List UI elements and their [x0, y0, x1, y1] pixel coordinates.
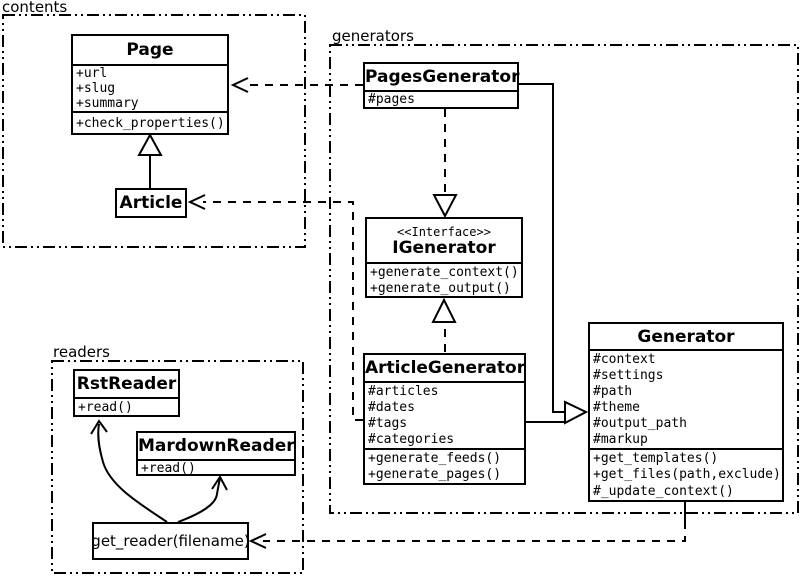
class-rstreader-title: RstReader	[76, 374, 177, 394]
class-pagesgenerator-title: PagesGenerator	[365, 67, 520, 87]
class-mardownreader-methods: +read()	[138, 459, 294, 474]
edge-articlegenerator-realizes-igenerator	[431, 297, 457, 352]
class-page: Page +url+slug+summary +check_properties…	[71, 34, 229, 135]
get-reader-label: get_reader(filename)	[91, 532, 250, 550]
class-generator-attributes: #context#settings#path#theme#output_path…	[590, 349, 782, 448]
member-row: +check_properties()	[76, 115, 225, 131]
member-row: #path	[593, 383, 633, 399]
member-row: #dates	[368, 399, 415, 415]
class-generator-methods: +get_templates()+get_files(path,exclude)…	[590, 448, 782, 500]
edge-generator-depends-getreader	[248, 502, 686, 549]
class-page-title: Page	[126, 40, 174, 60]
class-generator: Generator #context#settings#path#theme#o…	[588, 322, 784, 502]
member-row: #markup	[593, 432, 648, 448]
class-igenerator-name: IGenerator	[392, 237, 496, 258]
get-reader-box: get_reader(filename)	[91, 522, 250, 560]
class-articlegenerator: ArticleGenerator #articles#dates#tags#ca…	[363, 353, 526, 485]
edge-pagesgenerator-realizes-igenerator	[432, 109, 458, 219]
package-readers-border	[51, 360, 304, 574]
member-row: #theme	[593, 400, 640, 416]
member-row: #categories	[368, 432, 455, 448]
package-generators-label: generators	[332, 27, 414, 45]
class-page-attributes: +url+slug+summary	[73, 64, 227, 111]
edge-generators-extend-generator	[519, 83, 589, 425]
class-article: Article	[115, 188, 187, 218]
member-row: +read()	[78, 399, 133, 415]
edge-getreader-to-rstreader	[90, 419, 168, 523]
edge-getreader-to-mardownreader	[177, 475, 228, 523]
class-generator-title: Generator	[637, 326, 735, 347]
class-igenerator-title: <<Interface>> IGenerator	[367, 219, 521, 262]
member-row: +read()	[141, 461, 196, 474]
class-igenerator: <<Interface>> IGenerator +generate_conte…	[365, 217, 523, 298]
member-row: #settings	[593, 367, 664, 383]
member-row: #context	[593, 351, 656, 367]
member-row: +generate_context()	[370, 264, 519, 280]
class-page-methods: +check_properties()	[73, 111, 227, 133]
edge-pagesgenerator-depends-page	[230, 77, 363, 93]
class-igenerator-stereotype: <<Interface>>	[397, 224, 491, 239]
class-rstreader-methods: +read()	[75, 397, 178, 415]
member-row: #articles	[368, 383, 439, 399]
member-row: +get_templates()	[593, 450, 719, 466]
member-row: #tags	[368, 416, 408, 432]
member-row: +slug	[76, 81, 116, 96]
class-mardownreader-title: MardownReader	[138, 436, 295, 456]
package-readers-label: readers	[53, 343, 110, 361]
member-row: +generate_output()	[370, 280, 511, 296]
member-row: +generate_pages()	[368, 467, 502, 483]
edge-articlegenerator-depends-article	[187, 194, 363, 421]
member-row: +summary	[76, 96, 139, 111]
class-rstreader: RstReader +read()	[73, 369, 180, 417]
member-row: +get_files(path,exclude)	[593, 467, 781, 483]
class-pagesgenerator-attributes: #pages	[365, 90, 517, 107]
class-pagesgenerator: PagesGenerator #pages	[363, 62, 519, 109]
class-article-title: Article	[119, 193, 183, 213]
class-articlegenerator-attributes: #articles#dates#tags#categories	[365, 381, 524, 448]
member-row: +generate_feeds()	[368, 450, 502, 466]
class-articlegenerator-methods: +generate_feeds()+generate_pages()	[365, 448, 524, 483]
package-generators-border	[329, 44, 799, 514]
class-igenerator-methods: +generate_context()+generate_output()	[367, 262, 521, 296]
class-mardownreader: MardownReader +read()	[136, 431, 296, 476]
member-row: #pages	[368, 92, 415, 107]
member-row: +url	[76, 66, 108, 81]
class-articlegenerator-title: ArticleGenerator	[365, 358, 526, 378]
member-row: #output_path	[593, 416, 687, 432]
package-contents-label: contents	[2, 0, 68, 16]
member-row: #_update_context()	[593, 484, 734, 500]
package-contents-border	[2, 14, 306, 248]
edge-article-extends-page	[137, 132, 163, 188]
